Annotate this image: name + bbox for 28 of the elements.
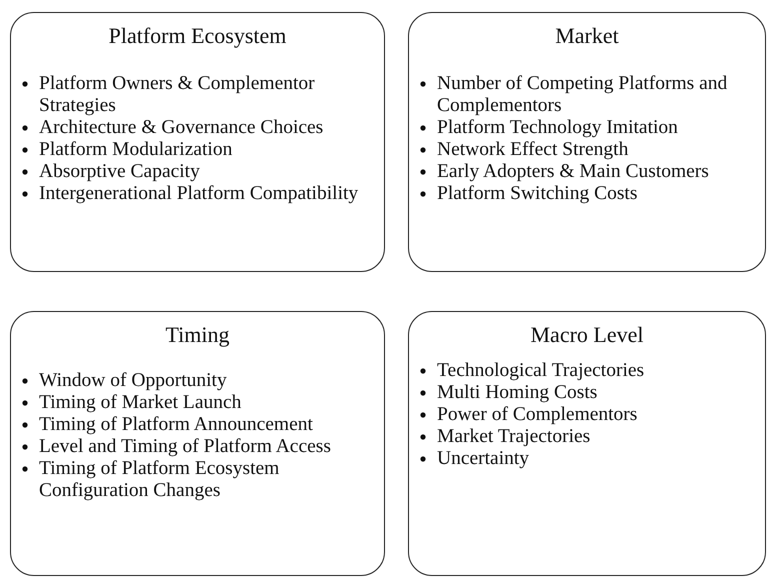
bullet-item: Timing of Platform Announcement: [39, 414, 313, 435]
bullet-item: Number of Competing Platforms and Complementors: [437, 73, 728, 116]
category-card: [10, 12, 385, 272]
card-heading: Timing: [164, 322, 230, 348]
category-card: [10, 311, 385, 576]
bullet-item: Platform Owners & Complementor Strategies: [39, 73, 315, 116]
bullet-item: Early Adopters & Main Customers: [437, 161, 709, 182]
bullet-item: Multi Homing Costs: [437, 382, 598, 403]
bullet-item: Intergenerational Platform Compatibility: [39, 183, 358, 204]
bullet-item: Platform Technology Imitation: [437, 117, 678, 138]
bullet-item: Network Effect Strength: [437, 139, 628, 160]
bullet-item: Power of Complementors: [437, 404, 638, 425]
category-card: [408, 311, 766, 576]
bullet-item: Level and Timing of Platform Access: [39, 436, 331, 457]
bullet-item: Window of Opportunity: [39, 370, 227, 391]
bullet-item: Uncertainty: [437, 448, 530, 469]
card-heading: Platform Ecosystem: [108, 23, 288, 49]
bullet-item: Timing of Platform Ecosystem Configuration Changes: [39, 458, 280, 501]
bullet-item: Architecture & Governance Choices: [39, 117, 324, 138]
bullet-item: Platform Switching Costs: [437, 183, 638, 204]
bullet-item: Timing of Market Launch: [39, 392, 242, 413]
card-heading: Market: [554, 23, 620, 49]
bullet-item: Platform Modularization: [39, 139, 232, 160]
bullet-item: Technological Trajectories: [437, 360, 644, 381]
bullet-item: Absorptive Capacity: [39, 161, 200, 182]
card-heading: Macro Level: [530, 322, 644, 348]
bullet-item: Market Trajectories: [437, 426, 590, 447]
category-card: [408, 12, 766, 272]
